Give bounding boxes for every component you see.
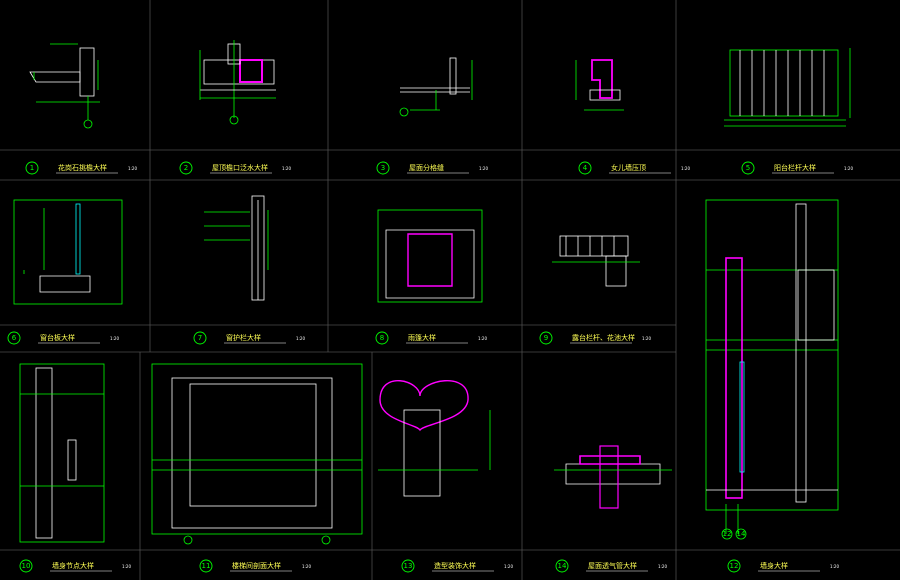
- detail-13-number-circle: [401, 559, 415, 573]
- detail-12-drawing: [705, 199, 839, 534]
- detail-2-number: 2: [184, 164, 188, 172]
- detail-6-number: 6: [12, 334, 17, 342]
- detail-11-number-circle: [199, 559, 213, 573]
- detail-9-number: 9: [544, 334, 548, 342]
- detail-2-title: 屋顶檐口泛水大样: [212, 163, 268, 172]
- detail-6-title: 窗台板大样: [40, 333, 75, 342]
- detail-1-scale: 1:20: [128, 166, 137, 171]
- section-marker-12: 12: [723, 530, 732, 538]
- detail-3-title: 屋面分格缝: [409, 163, 444, 172]
- detail-3-drawing: [399, 57, 473, 117]
- detail-14-scale: 1:20: [658, 564, 667, 569]
- detail-11-number: 11: [202, 562, 211, 570]
- detail-6-scale: 1:20: [110, 336, 119, 341]
- detail-9-number-circle: [539, 331, 553, 345]
- detail-10-number-circle: [19, 559, 33, 573]
- detail-4-number-circle: [578, 161, 592, 175]
- detail-12-scale: 1:20: [830, 564, 839, 569]
- detail-4-title: 女儿墙压顶: [611, 163, 646, 172]
- detail-4-number: 4: [583, 164, 588, 172]
- detail-7-scale: 1:20: [296, 336, 305, 341]
- detail-13-title: 造型装饰大样: [434, 561, 476, 570]
- detail-titles: 1 花岗石挑檐大样 1:20 2 屋顶檐口泛水大样 1:20 3 屋面分格缝 1:20 4 女儿墙压…: [7, 161, 853, 573]
- detail-11-title: 楼梯间剖面大样: [232, 561, 281, 570]
- detail-8-title: 雨篷大样: [408, 333, 436, 342]
- detail-10-drawing: [19, 363, 105, 543]
- detail-10-title: 墙身节点大样: [52, 561, 94, 570]
- detail-9-drawing: [552, 235, 640, 287]
- detail-12-number-circle: [727, 559, 741, 573]
- detail-9-scale: 1:20: [642, 336, 651, 341]
- detail-1-number-circle: [25, 161, 39, 175]
- detail-11-drawing: [151, 363, 363, 545]
- detail-10-number: 10: [22, 562, 31, 570]
- detail-5-drawing: [724, 48, 851, 127]
- detail-11-scale: 1:20: [302, 564, 311, 569]
- detail-13-number: 13: [404, 562, 413, 570]
- detail-3-scale: 1:20: [479, 166, 488, 171]
- detail-6-drawing: [13, 199, 123, 305]
- detail-5-title: 阳台栏杆大样: [774, 163, 816, 172]
- detail-14-title: 屋面透气管大样: [588, 561, 637, 570]
- detail-14-number: 14: [558, 562, 567, 570]
- detail-3-number-circle: [376, 161, 390, 175]
- detail-4-drawing: [575, 59, 624, 111]
- detail-8-number: 8: [380, 334, 384, 342]
- detail-7-drawing: [204, 195, 269, 301]
- detail-2-scale: 1:20: [282, 166, 291, 171]
- detail-8-drawing: [377, 209, 483, 303]
- detail-7-title: 窗护栏大样: [226, 333, 261, 342]
- detail-9-title: 露台栏杆、花池大样: [572, 333, 635, 342]
- detail-8-number-circle: [375, 331, 389, 345]
- detail-8-scale: 1:20: [478, 336, 487, 341]
- section-markers: 12 14: [721, 528, 747, 540]
- detail-7-number-circle: [193, 331, 207, 345]
- detail-2-drawing: [199, 40, 276, 125]
- section-marker-14: 14: [737, 530, 746, 538]
- detail-5-number-circle: [741, 161, 755, 175]
- detail-1-drawing: [29, 43, 100, 129]
- detail-10-scale: 1:20: [122, 564, 131, 569]
- detail-14-number-circle: [555, 559, 569, 573]
- detail-6-number-circle: [7, 331, 21, 345]
- detail-5-scale: 1:20: [844, 166, 853, 171]
- detail-14-drawing: [554, 445, 672, 509]
- detail-13-drawing: [378, 380, 491, 497]
- detail-12-number: 12: [730, 562, 739, 570]
- detail-13-scale: 1:20: [504, 564, 513, 569]
- detail-2-number-circle: [179, 161, 193, 175]
- detail-12-title: 墙身大样: [760, 561, 788, 570]
- detail-1-title: 花岗石挑檐大样: [58, 163, 107, 172]
- detail-4-scale: 1:20: [681, 166, 690, 171]
- detail-7-number: 7: [198, 334, 202, 342]
- detail-3-number: 3: [381, 164, 385, 172]
- detail-1-number: 1: [30, 164, 34, 172]
- detail-5-number: 5: [746, 164, 750, 172]
